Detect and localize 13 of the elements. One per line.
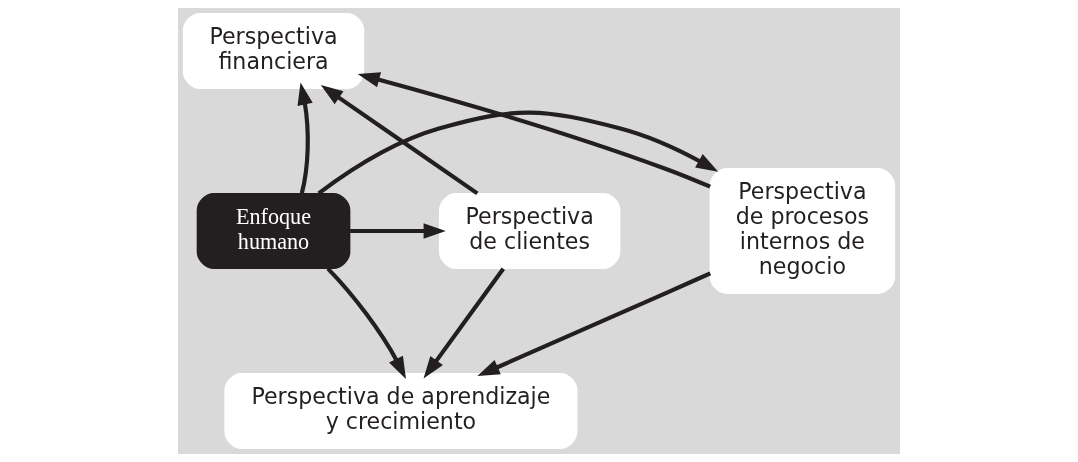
arrow bbox=[357, 72, 711, 189]
node-box: Perspectiva de aprendizaje y crecimiento bbox=[224, 372, 578, 450]
node-box: Perspectiva de procesos internos de negocio bbox=[709, 168, 896, 294]
node-box: Perspectiva financiera bbox=[182, 12, 365, 90]
arrow bbox=[477, 271, 712, 377]
arrow bbox=[423, 267, 505, 379]
node-box: Enfoque humano bbox=[196, 192, 351, 270]
arrow bbox=[350, 223, 446, 239]
arrow bbox=[326, 267, 406, 379]
node-box: Perspectiva de clientes bbox=[438, 192, 621, 270]
arrow bbox=[317, 110, 719, 196]
arrow bbox=[320, 85, 479, 196]
arrow bbox=[297, 82, 313, 194]
